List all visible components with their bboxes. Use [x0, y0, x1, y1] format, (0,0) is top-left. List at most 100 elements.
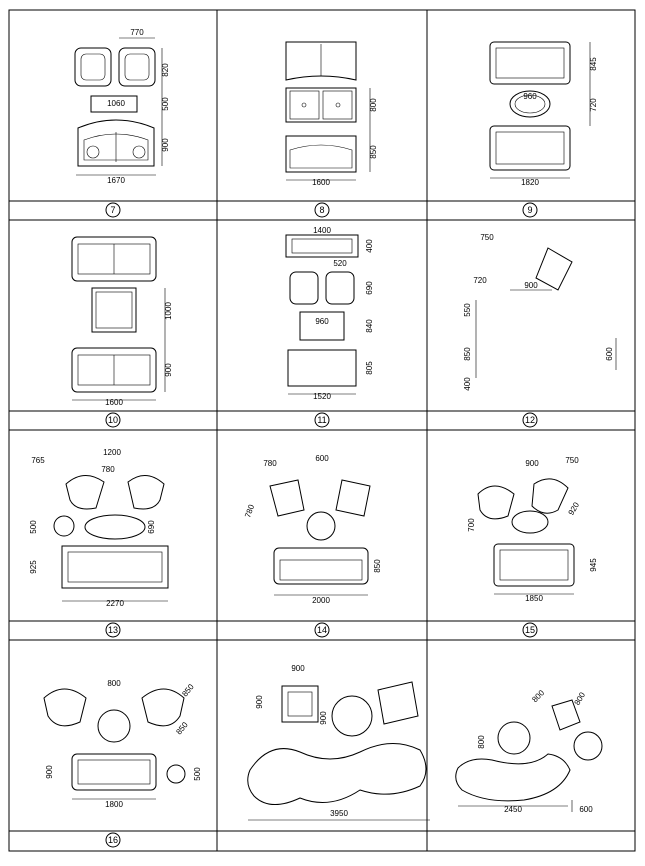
armchair	[127, 475, 165, 510]
round-table	[306, 511, 336, 541]
dim-1600: 1600	[105, 398, 123, 407]
armchair	[74, 47, 112, 87]
dim-1060: 1060	[107, 99, 125, 108]
dim-780: 780	[243, 503, 256, 519]
curved-sofa	[247, 742, 427, 805]
armchair	[531, 478, 569, 514]
layout-12: 750 720 900 550 850 400 600	[463, 233, 617, 391]
dim-520: 520	[333, 259, 347, 268]
sofa	[273, 547, 369, 585]
dim-1800: 1800	[105, 800, 123, 809]
round-table	[509, 90, 551, 118]
oval-table	[84, 514, 146, 540]
dim-1200: 1200	[103, 448, 121, 457]
dim-820: 820	[161, 63, 170, 77]
label-14: 14	[314, 622, 330, 638]
dim-770: 770	[130, 28, 144, 37]
sofa	[61, 545, 169, 589]
dim-800: 800	[573, 690, 588, 707]
layout-8: 800 850 1600	[285, 41, 378, 187]
layout-9: 845 960 720 1820	[489, 41, 598, 187]
coffee-table	[90, 95, 138, 113]
armchair	[289, 271, 319, 305]
dim-850: 850	[373, 559, 382, 573]
label-13: 13	[105, 622, 121, 638]
round-table	[331, 695, 373, 737]
dim-900: 900	[164, 363, 173, 377]
sideboard	[285, 234, 359, 258]
dim-765: 765	[31, 456, 45, 465]
sofa	[77, 119, 155, 167]
coffee-table	[299, 311, 345, 341]
armchair	[551, 699, 581, 731]
dim-960: 960	[523, 92, 537, 101]
label-15-text: 15	[525, 625, 535, 635]
dim-900: 900	[319, 711, 328, 725]
dim-850: 850	[180, 682, 196, 698]
dim-900: 900	[524, 281, 538, 290]
sofa	[489, 125, 571, 171]
sofa	[285, 41, 357, 81]
dim-800: 800	[369, 98, 378, 112]
dim-720: 720	[589, 98, 598, 112]
armchair	[281, 685, 319, 723]
label-13-text: 13	[108, 625, 118, 635]
oval-table	[511, 510, 549, 534]
dim-850: 850	[463, 347, 472, 361]
label-11: 11	[314, 412, 330, 428]
label-7: 7	[105, 202, 121, 218]
sofa	[285, 135, 357, 173]
armchair	[141, 688, 185, 727]
label-10-text: 10	[108, 415, 118, 425]
dim-960: 960	[315, 317, 329, 326]
dim-920: 920	[567, 500, 582, 517]
round-side-table	[573, 731, 603, 761]
dim-500: 500	[161, 97, 170, 111]
sofa	[71, 347, 157, 393]
dim-750: 750	[480, 233, 494, 242]
dim-2000: 2000	[312, 596, 330, 605]
dim-600: 600	[579, 805, 593, 814]
dim-780: 780	[101, 465, 115, 474]
dim-900: 900	[525, 459, 539, 468]
dim-925: 925	[29, 560, 38, 574]
layout-10: 1000 900 1600	[71, 236, 173, 407]
dim-900: 900	[255, 695, 264, 709]
label-12: 12	[522, 412, 538, 428]
armchair	[325, 271, 355, 305]
label-15: 15	[522, 622, 538, 638]
dim-700: 700	[467, 518, 476, 532]
dim-690: 690	[147, 520, 156, 534]
label-11-text: 11	[317, 415, 326, 425]
layout-17: 900 900 900 3950	[247, 664, 430, 821]
sofa	[71, 236, 157, 282]
dim-945: 945	[589, 558, 598, 572]
dim-3950: 3950	[330, 809, 348, 818]
round-table	[497, 721, 531, 755]
armchair	[269, 479, 305, 517]
cell-labels: 7 8 9 10 11 12 13 14 15 16	[105, 202, 538, 848]
dim-1000: 1000	[164, 302, 173, 320]
dim-1670: 1670	[107, 176, 125, 185]
curved-sofa	[455, 753, 571, 802]
layout-7: 770 820 1060 500 900 1670	[74, 28, 170, 185]
armchair	[65, 475, 105, 510]
layout-14: 780 600 780 850 2000	[243, 454, 382, 605]
armchair	[43, 688, 87, 727]
label-9: 9	[522, 202, 538, 218]
dim-2450: 2450	[504, 805, 522, 814]
armchair	[118, 47, 156, 87]
layout-18: 800 800 800 2450 600	[455, 688, 603, 814]
layout-16: 800 850 850 900 500 1800	[43, 679, 202, 809]
armchair	[335, 479, 371, 517]
dim-2270: 2270	[106, 599, 124, 608]
dim-600: 600	[315, 454, 329, 463]
label-9-text: 9	[527, 205, 532, 215]
table	[285, 87, 357, 123]
dim-1400: 1400	[313, 226, 331, 235]
dim-600: 600	[605, 347, 614, 361]
label-8-text: 8	[319, 205, 324, 215]
dim-850: 850	[369, 145, 378, 159]
